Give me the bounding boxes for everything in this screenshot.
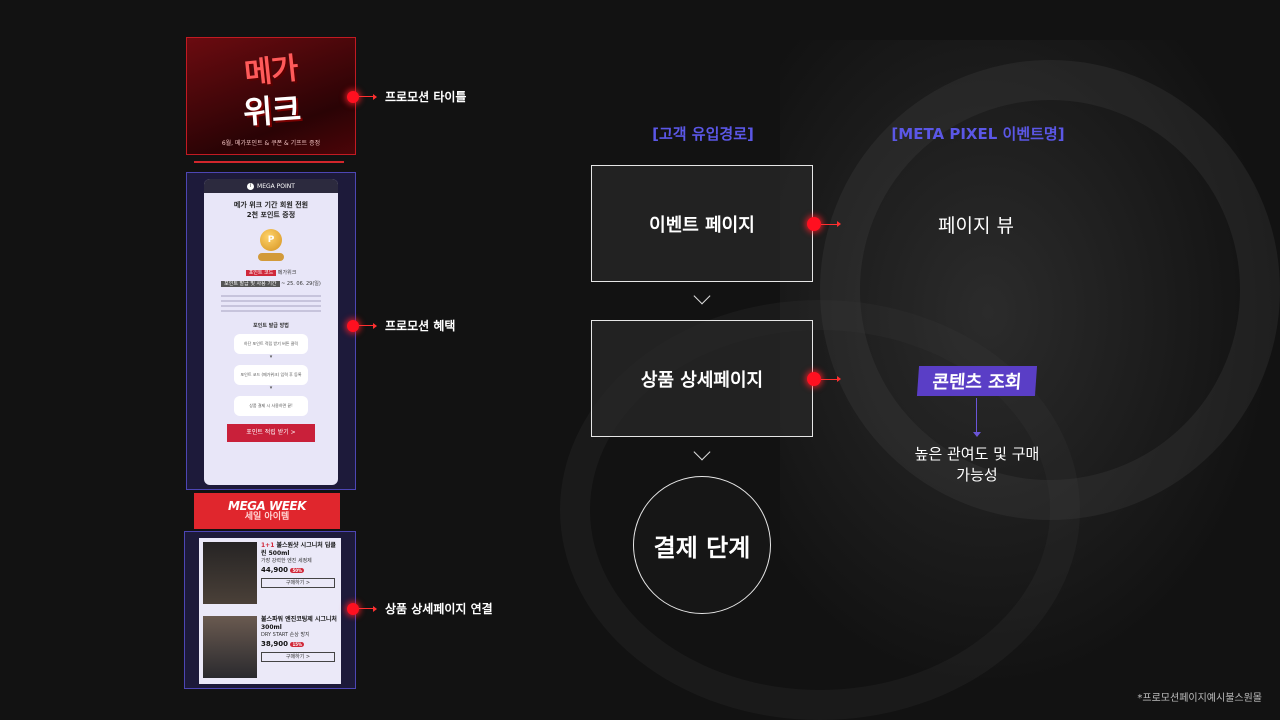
point-code-value: 메가위크 — [277, 269, 297, 276]
arrow-head-icon — [373, 93, 377, 100]
benefit-heading-line2: 2천 포인트 증정 — [246, 210, 296, 219]
footnote: *프로모션페이지예시불스원몰 — [1137, 693, 1262, 704]
point-period-value: ~ 25. 06. 29(일) — [281, 280, 321, 287]
method-step: 하단 포인트 적립 받기 버튼 클릭 — [234, 333, 308, 354]
point-period-tag: 포인트 발급 및 사용 기간 — [221, 280, 280, 287]
product-price-row: 44,900 50% — [261, 566, 337, 575]
red-dot-icon — [347, 90, 359, 103]
red-dot-icon — [807, 217, 821, 231]
connector-line — [359, 608, 373, 609]
flow-step-checkout: 결제 단계 — [633, 476, 771, 614]
chevron-down-icon — [693, 287, 711, 305]
promo-product-section: 1+1 불스원샷 시그니처 딥클린 500ml 가장 강력한 엔진 세정제 44… — [184, 531, 356, 689]
benefit-heading: 메가 위크 기간 회원 전원 2천 포인트 증정 — [204, 201, 338, 221]
connector-line — [821, 378, 837, 380]
point-claim-button[interactable]: 포인트 적립 받기 > — [227, 423, 315, 442]
label-promo-benefit: 프로모션 혜택 — [347, 317, 455, 334]
connector-line — [359, 96, 373, 97]
product-info: 불스파워 엔진코팅제 시그니처 300ml DRY START 손상 방지 38… — [261, 616, 337, 684]
arrow-head-icon — [837, 376, 841, 382]
buy-button[interactable]: 구매하기 > — [261, 578, 335, 589]
promo-benefit-section: i MEGA POINT 메가 위크 기간 회원 전원 2천 포인트 증정 P … — [186, 172, 356, 490]
arrow-head-icon — [837, 221, 841, 227]
promo-title-section: 메가 위크 6월, 메가포인트 & 쿠폰 & 기프트 증정 — [186, 37, 356, 155]
divider — [194, 161, 344, 163]
phone-top-bar: i MEGA POINT — [204, 179, 338, 193]
buy-button[interactable]: 구매하기 > — [261, 652, 335, 663]
product-name: 불스원샷 시그니처 딥클린 500ml — [261, 542, 336, 557]
product-item[interactable]: 불스파워 엔진코팅제 시그니처 300ml DRY START 손상 방지 38… — [203, 616, 337, 684]
mega-week-banner: MEGA WEEK 세일 아이템 — [194, 493, 340, 529]
arrow-head-icon — [373, 605, 377, 612]
mega-week-title: MEGA WEEK — [228, 498, 306, 513]
product-name-row: 1+1 불스원샷 시그니처 딥클린 500ml — [261, 542, 337, 558]
point-coin-icon: P — [260, 228, 282, 251]
red-dot-icon — [347, 319, 359, 332]
promo-subtext: 6월, 메가포인트 & 쿠폰 & 기프트 증정 — [221, 139, 321, 147]
connector-line — [359, 325, 373, 326]
label-text: 상품 상세페이지 연결 — [385, 602, 493, 616]
product-price: 38,900 — [261, 640, 289, 649]
pixel-event-content-view: 콘텐츠 조회 — [916, 366, 1038, 396]
product-list: 1+1 불스원샷 시그니처 딥클린 500ml 가장 강력한 엔진 세정제 44… — [199, 538, 341, 684]
down-arrow-icon: ▾ — [269, 353, 273, 360]
connector-line — [821, 223, 837, 225]
method-step: 상품 결제 시 사용하면 끝! — [234, 395, 308, 416]
label-text: 프로모션 타이틀 — [385, 90, 467, 104]
product-desc: DRY START 손상 방지 — [261, 631, 310, 638]
method-title: 포인트 발급 방법 — [253, 322, 289, 329]
phone-mockup: i MEGA POINT 메가 위크 기간 회원 전원 2천 포인트 증정 P … — [204, 179, 338, 485]
promo-headline-2: 위크 — [241, 89, 301, 132]
method-step: 포인트 코드 (메가위크) 입력 후 등록 — [234, 364, 308, 385]
benefit-heading-line1: 메가 위크 기간 회원 전원 — [233, 201, 309, 209]
arrow-down-icon — [973, 432, 981, 437]
connector-event2 — [807, 372, 841, 386]
fine-print — [221, 294, 321, 312]
mega-week-subtitle: 세일 아이템 — [244, 511, 290, 522]
red-dot-icon — [347, 602, 359, 615]
discount-badge: 50% — [290, 568, 305, 574]
pixel-event-page-view: 페이지 뷰 — [938, 215, 1014, 237]
connector-line — [976, 398, 977, 434]
phone-top-label: MEGA POINT — [257, 182, 295, 190]
discount-badge: 15% — [290, 642, 305, 648]
point-code-row: 포인트 코드 메가위크 — [204, 269, 338, 276]
point-code-tag: 포인트 코드 — [245, 269, 277, 276]
info-icon: i — [247, 182, 255, 190]
label-product-link: 상품 상세페이지 연결 — [347, 600, 493, 617]
product-item[interactable]: 1+1 불스원샷 시그니처 딥클린 500ml 가장 강력한 엔진 세정제 44… — [203, 542, 337, 610]
product-info: 1+1 불스원샷 시그니처 딥클린 500ml 가장 강력한 엔진 세정제 44… — [261, 542, 337, 610]
product-badge: 1+1 — [261, 542, 275, 549]
product-price: 44,900 — [261, 566, 289, 575]
down-arrow-icon: ▾ — [269, 384, 273, 391]
engagement-note: 높은 관여도 및 구매 가능성 — [914, 445, 1040, 484]
product-desc: 가장 강력한 엔진 세정제 — [261, 557, 312, 564]
label-text: 프로모션 혜택 — [385, 319, 456, 333]
product-image — [203, 542, 257, 604]
coin-stack-icon — [258, 252, 284, 261]
column-header-funnel: [고객 유입경로] — [652, 125, 754, 143]
point-period-row: 포인트 발급 및 사용 기간 ~ 25. 06. 29(일) — [204, 280, 338, 287]
product-price-row: 38,900 15% — [261, 640, 337, 649]
flow-step-event-page: 이벤트 페이지 — [591, 165, 813, 282]
flow-step-product-detail: 상품 상세페이지 — [591, 320, 813, 437]
arrow-head-icon — [373, 322, 377, 329]
column-header-pixel: [META PIXEL 이벤트명] — [891, 125, 1065, 143]
label-promo-title: 프로모션 타이틀 — [347, 88, 466, 105]
product-name: 불스파워 엔진코팅제 시그니처 300ml — [261, 616, 337, 631]
connector-event1 — [807, 217, 841, 231]
red-dot-icon — [807, 372, 821, 386]
product-image — [203, 616, 257, 678]
